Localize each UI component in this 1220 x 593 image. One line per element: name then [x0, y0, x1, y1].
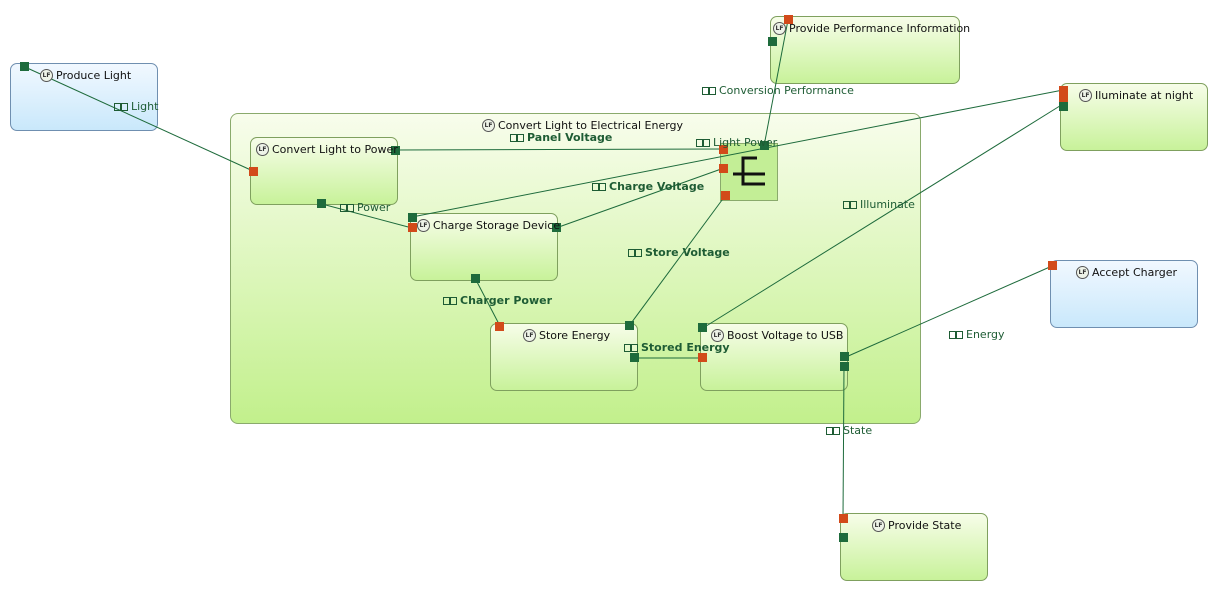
port-in[interactable]: [1059, 86, 1068, 95]
port-in[interactable]: [249, 167, 258, 176]
port-out[interactable]: [471, 274, 480, 283]
function-title: LF Convert Light to Power: [256, 143, 398, 156]
port-out[interactable]: [20, 62, 29, 71]
functional-exchange-icon: [702, 86, 716, 95]
port-out[interactable]: [840, 352, 849, 361]
function-title: LF Produce Light: [40, 69, 131, 82]
port-out[interactable]: [1059, 102, 1068, 111]
lf-function-icon: LF: [523, 329, 536, 342]
function-title: LF Boost Voltage to USB: [711, 329, 843, 342]
port-in[interactable]: [495, 322, 504, 331]
exchange-label-stored-energy[interactable]: Stored Energy: [624, 341, 730, 354]
exchange-label-power[interactable]: Power: [340, 201, 390, 214]
lf-function-icon: LF: [256, 143, 269, 156]
function-provide-performance[interactable]: [770, 16, 960, 84]
port-out[interactable]: [317, 199, 326, 208]
port-out[interactable]: [630, 353, 639, 362]
exchange-label-illuminate[interactable]: Illuminate: [843, 198, 915, 211]
lf-function-icon: LF: [872, 519, 885, 532]
exchange-label-charge-voltage[interactable]: Charge Voltage: [592, 180, 704, 193]
functional-exchange-icon: [628, 248, 642, 257]
lf-function-icon: LF: [773, 22, 786, 35]
function-title: LF Convert Light to Electrical Energy: [482, 119, 683, 132]
functional-exchange-icon: [114, 102, 128, 111]
function-provide-state[interactable]: [840, 513, 988, 581]
function-title: LF Accept Charger: [1076, 266, 1177, 279]
port-out[interactable]: [408, 213, 417, 222]
port-in[interactable]: [719, 164, 728, 173]
lf-function-icon: LF: [711, 329, 724, 342]
port-in[interactable]: [1059, 94, 1068, 103]
port-out[interactable]: [768, 37, 777, 46]
functional-exchange-icon: [443, 296, 457, 305]
exchange-label-charger-power[interactable]: Charger Power: [443, 294, 552, 307]
exchange-label-store-voltage[interactable]: Store Voltage: [628, 246, 730, 259]
function-title: LF Store Energy: [523, 329, 610, 342]
port-out[interactable]: [760, 141, 769, 150]
lf-function-icon: LF: [40, 69, 53, 82]
functional-exchange-icon: [510, 133, 524, 142]
lf-function-icon: LF: [1079, 89, 1092, 102]
functional-exchange-icon: [696, 138, 710, 147]
functional-exchange-icon: [949, 330, 963, 339]
port-out[interactable]: [698, 323, 707, 332]
function-title: LF Provide Performance Information: [773, 22, 970, 35]
port-out[interactable]: [839, 533, 848, 542]
port-out[interactable]: [840, 362, 849, 371]
lf-function-icon: LF: [417, 219, 430, 232]
functional-exchange-icon: [340, 203, 354, 212]
function-title: LF Iluminate at night: [1079, 89, 1193, 102]
function-store-energy[interactable]: [490, 323, 638, 391]
exchange-label-light-power[interactable]: Light Power: [696, 136, 777, 149]
port-in[interactable]: [719, 145, 728, 154]
port-in[interactable]: [784, 15, 793, 24]
port-out[interactable]: [625, 321, 634, 330]
lf-function-icon: LF: [1076, 266, 1089, 279]
port-in[interactable]: [721, 191, 730, 200]
functional-exchange-icon: [826, 426, 840, 435]
lf-function-icon: LF: [482, 119, 495, 132]
port-in[interactable]: [839, 514, 848, 523]
exchange-label-conversion-performance[interactable]: Conversion Performance: [702, 84, 854, 97]
function-title: LF Charge Storage Device: [417, 219, 560, 232]
function-title: LF Provide State: [872, 519, 961, 532]
port-in[interactable]: [408, 223, 417, 232]
port-out[interactable]: [391, 146, 400, 155]
function-convert-light-power[interactable]: [250, 137, 398, 205]
functional-exchange-icon: [624, 343, 638, 352]
exchange-label-state[interactable]: State: [826, 424, 872, 437]
port-out[interactable]: [552, 223, 561, 232]
port-in[interactable]: [1048, 261, 1057, 270]
port-in[interactable]: [698, 353, 707, 362]
functional-exchange-icon: [592, 182, 606, 191]
exchange-label-energy[interactable]: Energy: [949, 328, 1005, 341]
exchange-label-panel-voltage[interactable]: Panel Voltage: [510, 131, 612, 144]
exchange-label-light[interactable]: Light: [114, 100, 158, 113]
functional-exchange-icon: [843, 200, 857, 209]
